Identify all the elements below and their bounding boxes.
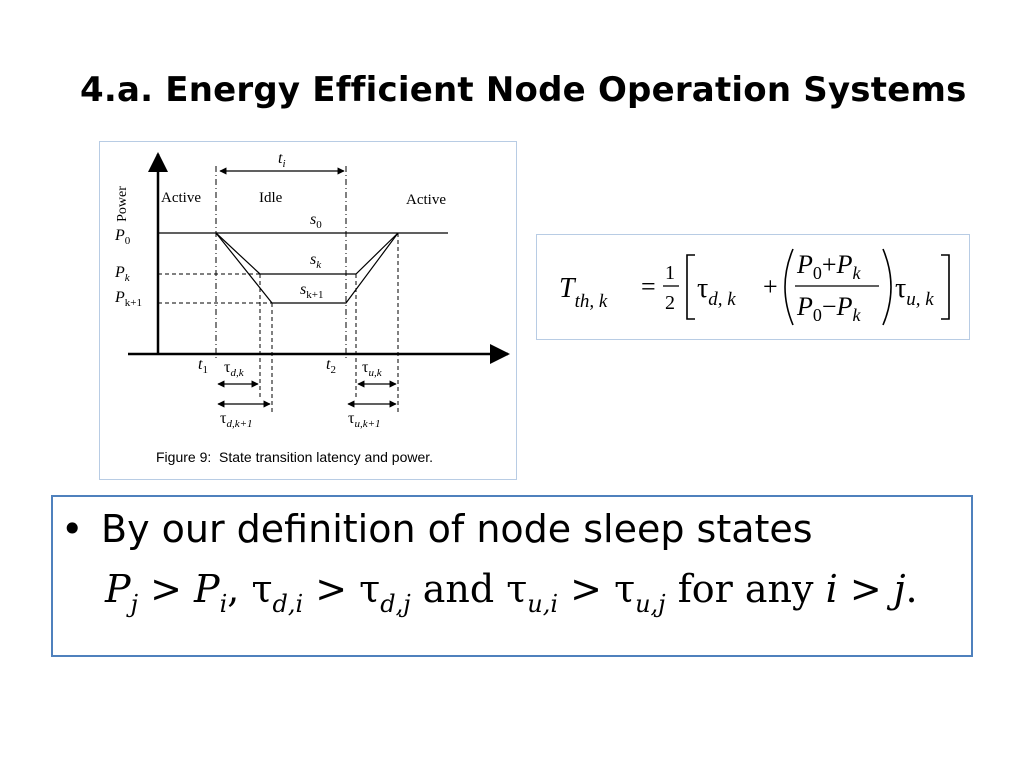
formula-numerator: P0+Pk	[796, 250, 861, 283]
state-transition-diagram: Power ti Active Idle Active P0 s0 sk sk+…	[114, 150, 510, 465]
active-right-label: Active	[406, 192, 446, 208]
tau-uk-label: τu,k	[362, 359, 383, 379]
formula-tau-d: τd, k	[697, 273, 736, 310]
formula-plus: +	[763, 272, 778, 301]
idle-label: Idle	[259, 190, 283, 206]
tau-uk1-label: τu,k+1	[348, 410, 381, 430]
formula-left-paren	[784, 248, 794, 326]
formula-half-numerator: 1	[665, 262, 675, 284]
ti-label: ti	[278, 150, 286, 170]
sk1-label: sk+1	[300, 281, 323, 301]
bullet-text: By our definition of node sleep states	[101, 507, 813, 551]
slide-title: 4.a. Energy Efficient Node Operation Sys…	[80, 70, 967, 110]
sk1-path	[215, 232, 399, 304]
s0-label: s0	[310, 211, 322, 231]
threshold-formula-box: Tth, k = 1 2 τd, k + P0+Pk P0−Pk τu, k	[536, 234, 970, 340]
formula-right-paren	[882, 248, 892, 326]
t1-label: t1	[198, 356, 208, 376]
bullet-box: •By our definition of node sleep states …	[51, 495, 973, 657]
p0-label: P0	[114, 227, 131, 247]
sk-label: sk	[310, 251, 322, 271]
formula-lhs: Tth, k	[559, 273, 608, 312]
t2-label: t2	[326, 356, 336, 376]
sleep-state-inequalities: Pj > Pi, τd,i > τd,j and τu,i > τu,j for…	[105, 567, 918, 618]
state-transition-figure: Power ti Active Idle Active P0 s0 sk sk+…	[99, 141, 517, 480]
active-left-label: Active	[161, 190, 201, 206]
formula-equals: =	[641, 272, 656, 301]
threshold-formula: Tth, k = 1 2 τd, k + P0+Pk P0−Pk τu, k	[559, 248, 950, 326]
figure-caption: Figure 9: State transition latency and p…	[156, 449, 433, 465]
bullet-item: • By our definition of node sleep states	[61, 507, 813, 551]
pk-label: Pk	[114, 264, 131, 284]
y-axis-label: Power	[115, 186, 130, 222]
bullet-marker: •	[61, 507, 84, 551]
formula-half-denominator: 2	[665, 292, 675, 314]
tau-dk-label: τd,k	[224, 359, 245, 379]
pk1-label: Pk+1	[114, 289, 142, 309]
formula-left-bracket	[686, 254, 695, 320]
formula-right-bracket	[941, 254, 950, 320]
formula-denominator: P0−Pk	[796, 292, 861, 325]
sk-path	[215, 232, 399, 275]
tau-dk1-label: τd,k+1	[220, 410, 253, 430]
formula-tau-u: τu, k	[895, 273, 934, 310]
